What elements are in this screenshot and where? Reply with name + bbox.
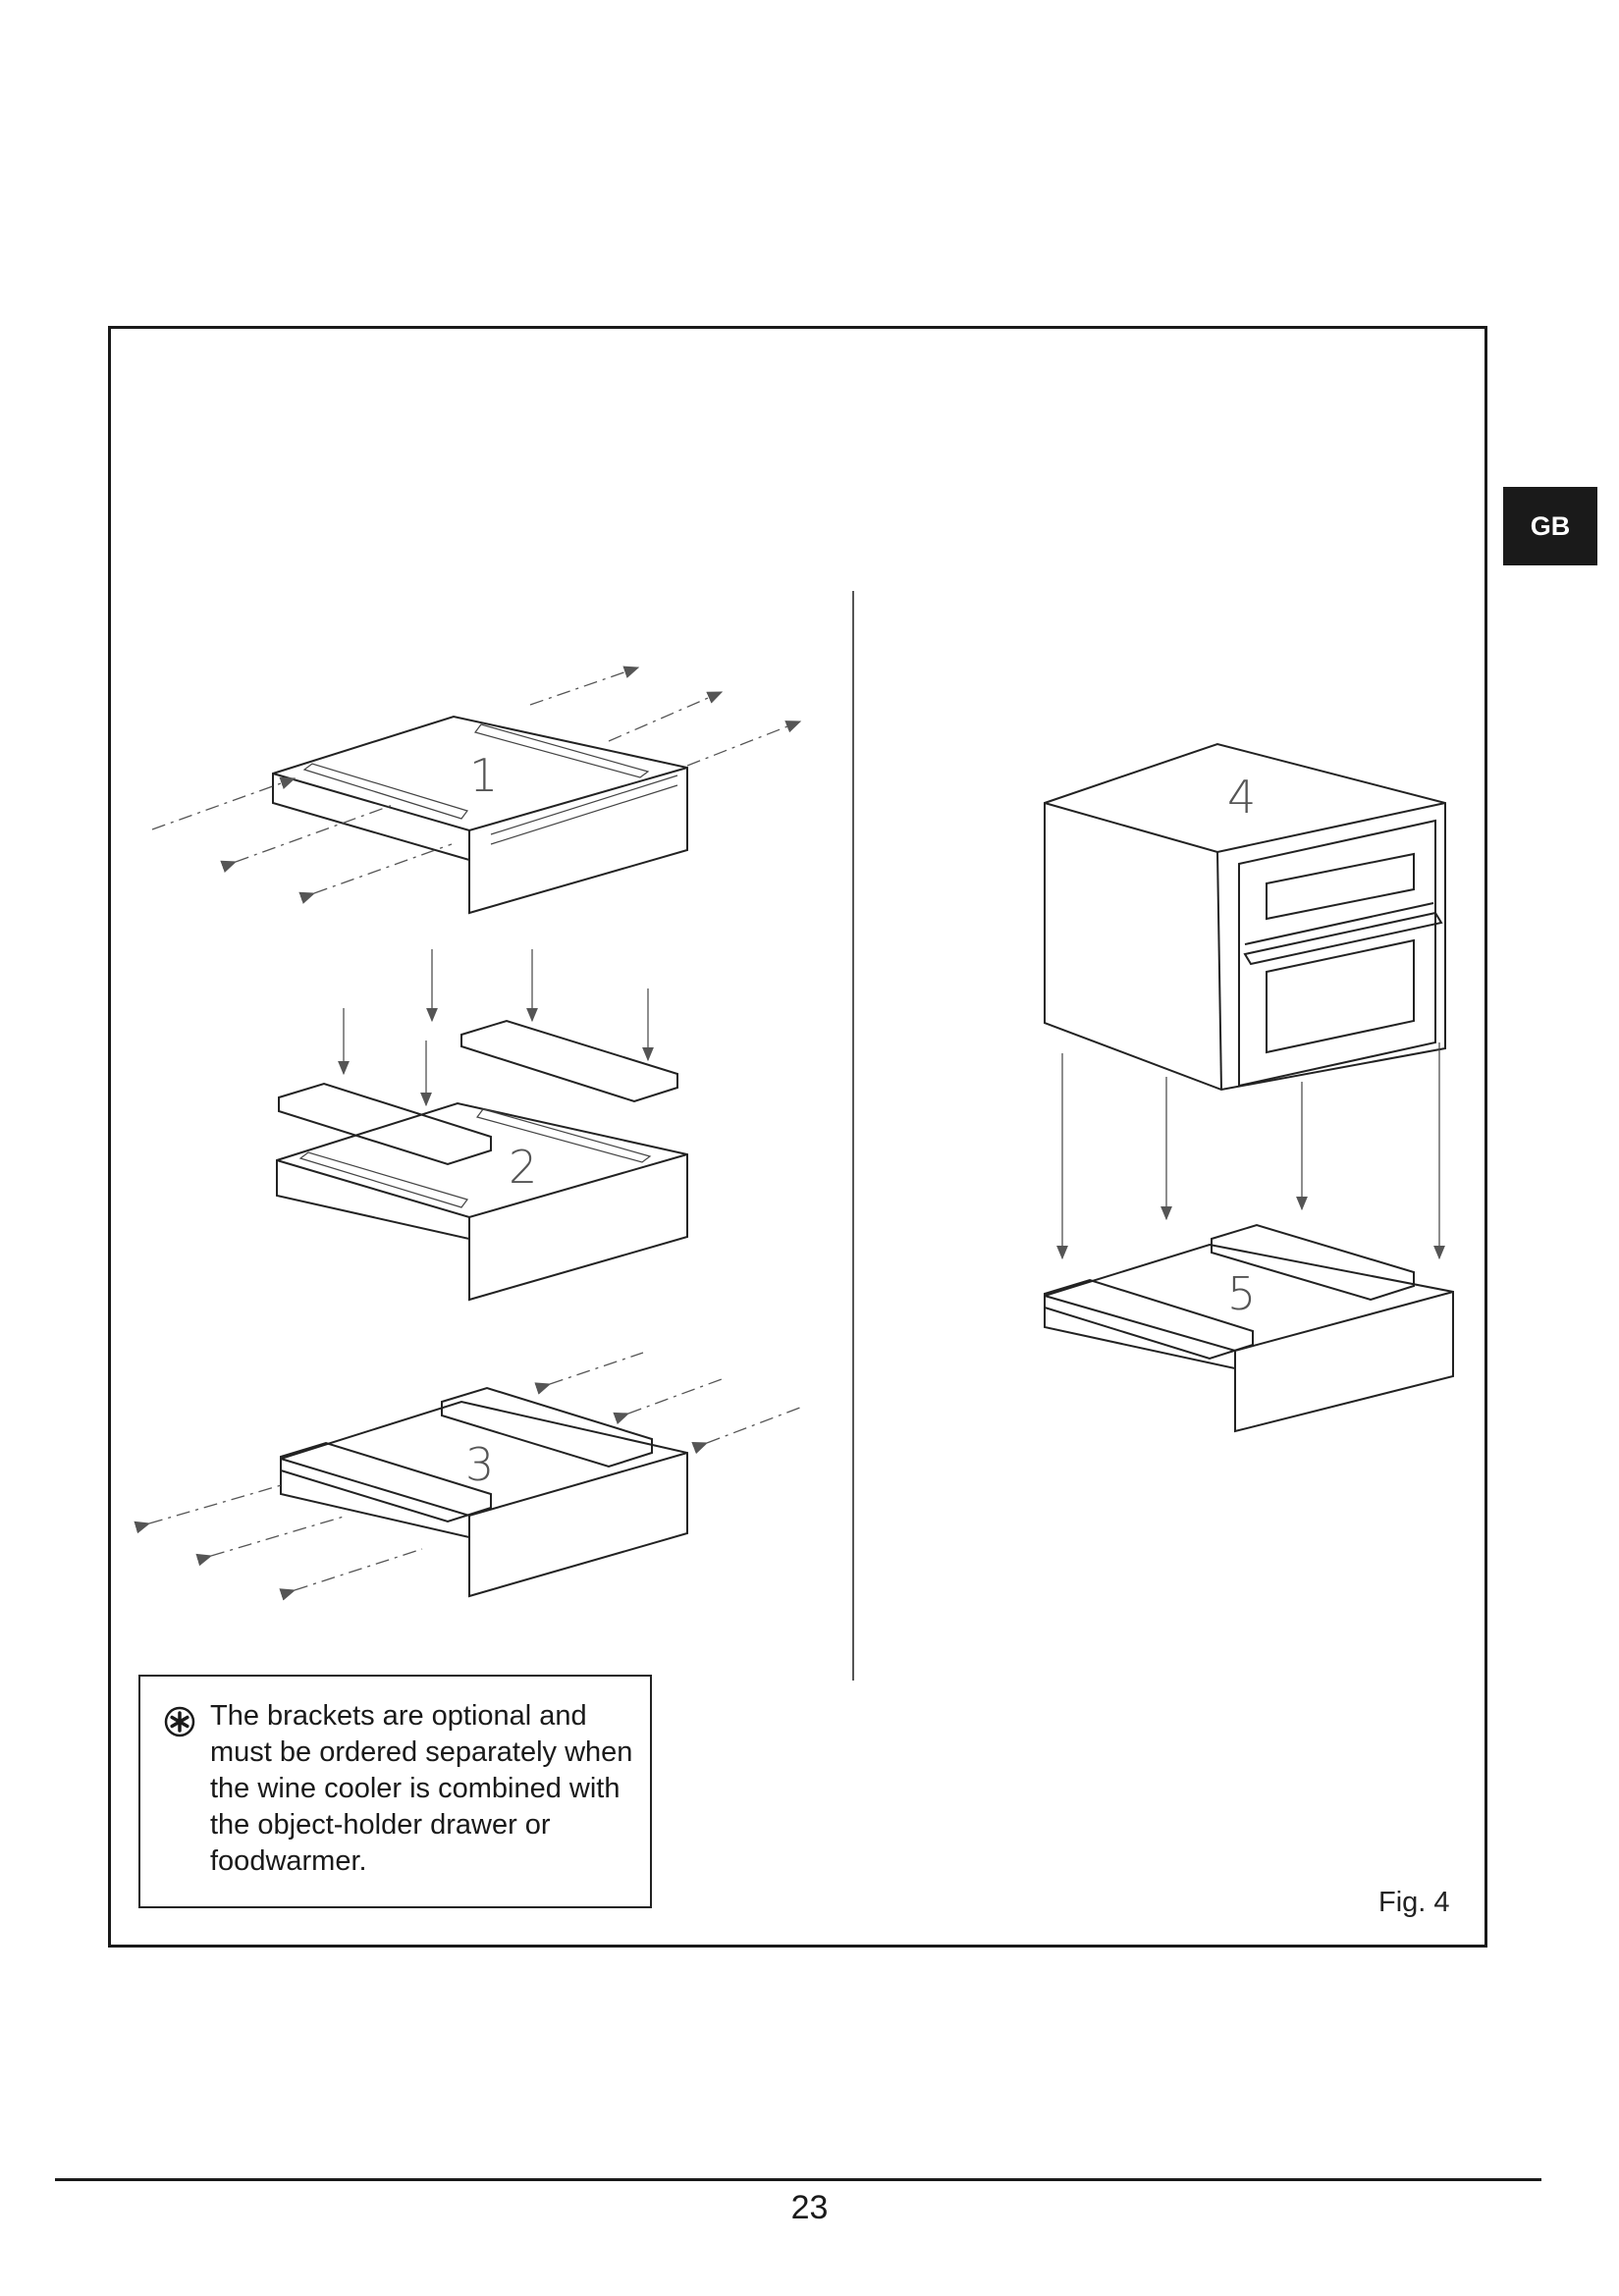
footer-rule [55,2178,1541,2181]
page-number: 23 [790,2189,829,2226]
step-2-drawer [276,949,688,1302]
brackets-note: The brackets are optional and must be or… [138,1675,652,1908]
step-5-drawer [1044,1042,1454,1433]
language-tab[interactable]: GB [1503,487,1597,565]
brackets-note-text: The brackets are optional and must be or… [210,1700,633,1877]
figure-frame [108,326,1487,1948]
step-4-oven [1044,742,1446,1092]
step-label-4: 4 [1227,771,1256,824]
step-label-5: 5 [1227,1267,1256,1320]
step-label-2: 2 [509,1141,537,1194]
figure-caption: Fig. 4 [1378,1887,1450,1918]
language-tab-label: GB [1530,510,1571,541]
step-1-drawer [151,666,802,915]
step-label-1: 1 [469,749,498,802]
step-label-3: 3 [465,1438,494,1491]
figure-divider [852,591,854,1681]
asterisk-circle-icon [164,1706,195,1737]
step-3-drawer [134,1352,806,1601]
